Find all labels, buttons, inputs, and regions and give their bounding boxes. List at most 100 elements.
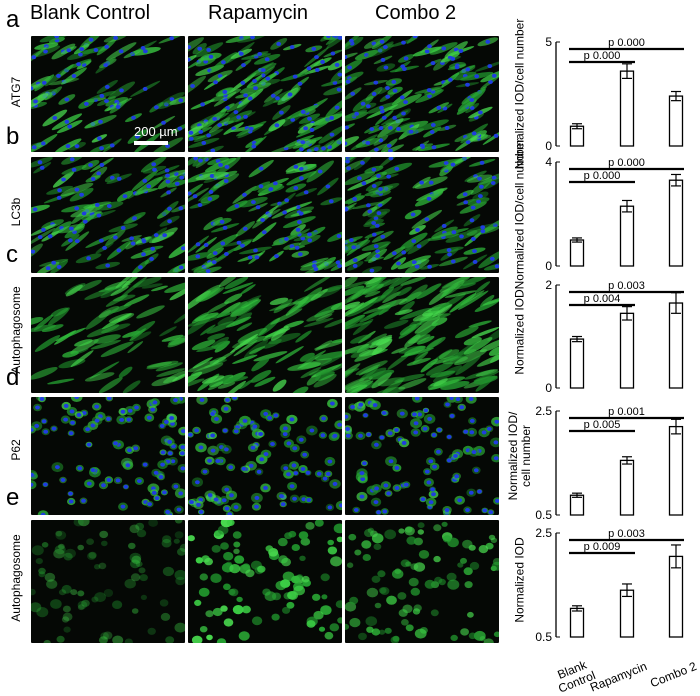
cell bbox=[31, 545, 44, 556]
nucleus bbox=[345, 141, 348, 146]
nucleus bbox=[71, 74, 77, 78]
cell bbox=[413, 604, 422, 612]
cell bbox=[366, 587, 379, 598]
cell bbox=[188, 316, 212, 336]
cell bbox=[455, 355, 481, 376]
nucleus bbox=[154, 496, 160, 501]
cell bbox=[188, 290, 211, 312]
cell bbox=[46, 579, 58, 589]
nucleus bbox=[198, 158, 203, 163]
nucleus bbox=[427, 44, 432, 49]
nucleus bbox=[74, 239, 80, 244]
nucleus bbox=[77, 466, 83, 471]
nucleus bbox=[477, 489, 482, 494]
micrograph-a-2 bbox=[188, 36, 342, 152]
nucleus bbox=[68, 499, 74, 504]
nucleus bbox=[274, 254, 279, 259]
nucleus bbox=[247, 96, 253, 101]
nucleus bbox=[373, 500, 379, 505]
cell bbox=[320, 605, 332, 615]
nucleus bbox=[401, 40, 406, 45]
nucleus bbox=[219, 219, 225, 224]
cell bbox=[363, 304, 391, 315]
cell bbox=[212, 607, 223, 617]
cell bbox=[291, 544, 300, 551]
nucleus bbox=[236, 115, 242, 120]
nucleus bbox=[188, 45, 192, 50]
nucleus bbox=[35, 405, 40, 410]
nucleus bbox=[375, 253, 380, 258]
chart-c-ylabel: Normalized IOD bbox=[512, 289, 527, 375]
cell bbox=[299, 358, 333, 369]
nucleus bbox=[224, 164, 230, 169]
nucleus bbox=[119, 417, 125, 422]
cell bbox=[58, 543, 65, 550]
nucleus bbox=[298, 211, 304, 216]
cell bbox=[324, 631, 334, 640]
cell bbox=[460, 628, 469, 636]
nucleus bbox=[206, 47, 212, 52]
nucleus bbox=[314, 55, 319, 60]
chart-d-bar-1 bbox=[569, 494, 585, 516]
nucleus bbox=[241, 63, 246, 68]
nucleus bbox=[462, 192, 468, 197]
nucleus bbox=[69, 409, 75, 414]
nucleus bbox=[273, 413, 279, 418]
cell bbox=[31, 317, 44, 326]
nucleus bbox=[257, 52, 263, 56]
cell bbox=[378, 629, 386, 635]
nucleus bbox=[414, 264, 420, 269]
nucleus bbox=[202, 469, 208, 474]
nucleus bbox=[146, 415, 152, 420]
nucleus bbox=[66, 48, 72, 53]
nucleus bbox=[386, 491, 391, 496]
nucleus bbox=[140, 46, 146, 50]
nucleus bbox=[426, 196, 432, 201]
cell bbox=[61, 616, 70, 623]
nucleus bbox=[453, 454, 458, 458]
nucleus bbox=[286, 472, 291, 477]
cell bbox=[164, 280, 185, 293]
nucleus bbox=[377, 203, 383, 207]
cell bbox=[441, 277, 472, 289]
nucleus bbox=[197, 46, 203, 51]
cell bbox=[362, 283, 384, 295]
nucleus bbox=[345, 207, 349, 212]
cell bbox=[71, 347, 89, 356]
nucleus bbox=[188, 130, 194, 135]
nucleus bbox=[403, 482, 409, 487]
nucleus bbox=[86, 256, 91, 261]
cell bbox=[56, 635, 65, 643]
nucleus bbox=[364, 53, 369, 57]
nucleus bbox=[481, 430, 487, 435]
cell bbox=[230, 333, 259, 353]
nucleus bbox=[200, 102, 205, 107]
cell bbox=[315, 340, 333, 351]
nucleus bbox=[207, 458, 212, 463]
nucleus bbox=[43, 482, 48, 487]
nucleus bbox=[365, 104, 371, 109]
nucleus bbox=[74, 144, 80, 149]
nucleus bbox=[478, 110, 483, 115]
panel-letter-a: a bbox=[6, 6, 20, 33]
nucleus bbox=[298, 166, 304, 171]
nucleus bbox=[377, 48, 383, 53]
nucleus bbox=[113, 36, 118, 40]
cell bbox=[416, 283, 442, 300]
cell bbox=[464, 581, 473, 589]
cell bbox=[358, 364, 381, 376]
cell bbox=[327, 546, 338, 555]
nucleus bbox=[287, 92, 293, 97]
cell bbox=[471, 327, 499, 339]
nucleus bbox=[379, 39, 385, 44]
cell bbox=[239, 379, 254, 390]
nucleus bbox=[334, 62, 340, 67]
nucleus bbox=[152, 167, 157, 172]
nucleus bbox=[376, 211, 382, 216]
nucleus bbox=[179, 175, 185, 180]
cell bbox=[43, 639, 51, 643]
cell bbox=[162, 535, 172, 544]
cell bbox=[232, 605, 244, 615]
nucleus bbox=[469, 218, 475, 223]
